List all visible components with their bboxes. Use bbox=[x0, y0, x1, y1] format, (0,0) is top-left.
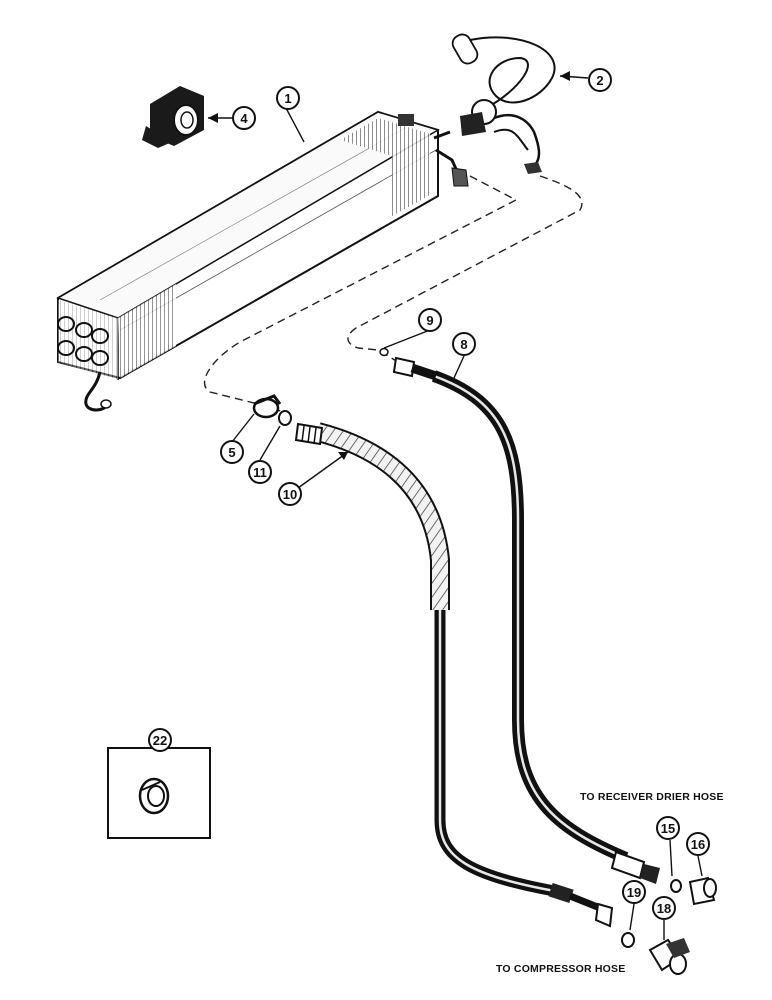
leader-lines bbox=[159, 75, 703, 940]
callout-22-label: 22 bbox=[153, 733, 167, 748]
callout-2: 2 bbox=[588, 68, 612, 92]
callout-22: 22 bbox=[148, 728, 172, 752]
callout-9: 9 bbox=[418, 308, 442, 332]
callout-11: 11 bbox=[248, 460, 272, 484]
callout-18: 18 bbox=[652, 896, 676, 920]
fitting-16 bbox=[688, 876, 717, 906]
callout-5-label: 5 bbox=[228, 445, 235, 460]
callout-5: 5 bbox=[220, 440, 244, 464]
connection-lines bbox=[203, 175, 583, 413]
callout-16: 16 bbox=[686, 832, 710, 856]
callout-2-label: 2 bbox=[596, 73, 603, 88]
callout-1-label: 1 bbox=[284, 91, 291, 106]
note-compressor-hose: TO COMPRESSOR HOSE bbox=[496, 963, 625, 975]
expansion-valve bbox=[433, 33, 556, 174]
note-receiver-drier-hose: TO RECEIVER DRIER HOSE bbox=[580, 791, 724, 803]
callout-19: 19 bbox=[622, 880, 646, 904]
callout-1: 1 bbox=[276, 86, 300, 110]
callout-10-label: 10 bbox=[283, 487, 297, 502]
callout-15-label: 15 bbox=[661, 821, 675, 836]
callout-18-label: 18 bbox=[657, 901, 671, 916]
thermostat-clamp bbox=[142, 86, 204, 148]
callout-10: 10 bbox=[278, 482, 302, 506]
callout-4-label: 4 bbox=[240, 111, 248, 126]
callout-19-label: 19 bbox=[627, 885, 641, 900]
leader-arrowheads bbox=[208, 71, 570, 460]
o-ring-15 bbox=[670, 879, 682, 893]
inset-box-22 bbox=[107, 747, 211, 839]
evaporator-core bbox=[56, 110, 469, 412]
o-ring-11 bbox=[278, 410, 292, 426]
o-ring-9 bbox=[379, 347, 389, 357]
callout-4: 4 bbox=[232, 106, 256, 130]
callout-8: 8 bbox=[452, 332, 476, 356]
suction-hose bbox=[294, 422, 614, 928]
callout-16-label: 16 bbox=[691, 837, 705, 852]
hose-clamp bbox=[252, 394, 282, 419]
callout-9-label: 9 bbox=[426, 313, 433, 328]
o-ring-19 bbox=[621, 932, 635, 948]
callout-8-label: 8 bbox=[460, 337, 467, 352]
callout-11-label: 11 bbox=[253, 465, 267, 480]
liquid-hose bbox=[392, 356, 660, 884]
callout-15: 15 bbox=[656, 816, 680, 840]
fitting-18 bbox=[648, 938, 690, 975]
